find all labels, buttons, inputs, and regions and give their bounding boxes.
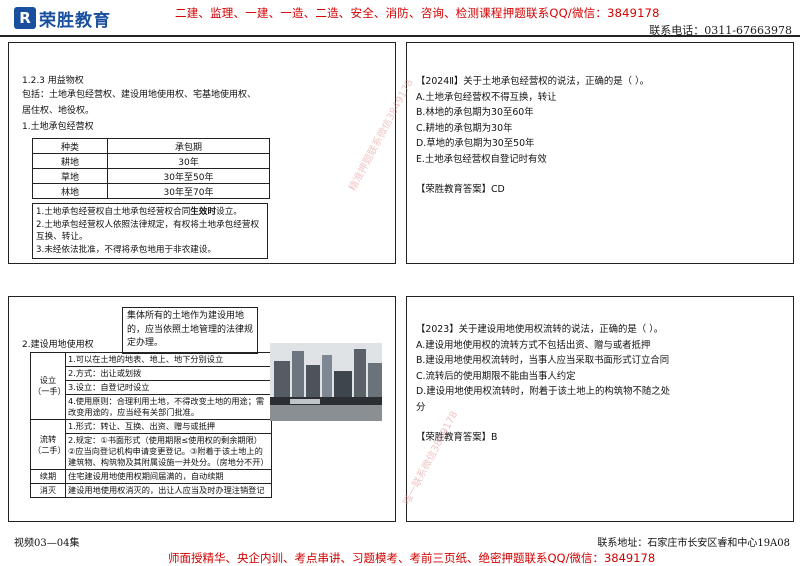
table-cell: 1.可以在土地的地表、地上、地下分别设立 <box>65 352 272 367</box>
table-cell: 1.形式：转让、互换、出资、赠与或抵押 <box>65 419 272 434</box>
row-label-renewal: 续期 <box>30 469 66 484</box>
table-row: 2.规定：①书面形式（使用期限≤使用权的剩余期限）②应当向登记机构申请变更登记。… <box>31 433 272 470</box>
logo-text: 荣胜教育 <box>39 10 111 31</box>
table-cell: 3.设立：自登记时设立 <box>65 380 272 395</box>
table-row: 流转 （二手） 1.形式：转让、互换、出资、赠与或抵押 <box>30 419 272 470</box>
option-c: C.耕地的承包期为30年 <box>416 122 513 134</box>
callout-note: 集体所有的土地作为建设用地的，应当依照土地管理的法律规定办理。 <box>122 307 258 354</box>
logo-mark-icon: R <box>14 7 36 29</box>
row-label-establish: 设立 （一手） <box>30 352 66 420</box>
table-row: 2.方式：出让或划拨 <box>31 366 272 381</box>
question-title: 【2024Ⅱ】关于土地承包经营权的说法，正确的是（ ）。 <box>416 76 650 87</box>
contact-address: 联系地址：石家庄市长安区睿和中心19A08 <box>597 538 790 549</box>
slide-question-2024 <box>406 42 794 264</box>
table-cell: 30年至50年 <box>107 168 270 184</box>
table-header-row: 种类 承包期 <box>32 138 270 154</box>
slide1-subheading: 1.土地承包经营权 <box>22 122 94 132</box>
option-d: D.草地的承包期为30至50年 <box>416 138 535 149</box>
answer: 【荣胜教育答案】CD <box>416 184 505 195</box>
table-header: 承包期 <box>107 138 270 154</box>
slide1-line1: 包括：土地承包经营权、建设用地使用权、宅基地使用权、 <box>22 90 257 100</box>
table-row: 续期 住宅建设用地使用权期间届满的，自动续期 <box>30 469 272 484</box>
top-banner: 二建、监理、一建、一造、二造、安全、消防、咨询、检测课程押题联系QQ/微信：38… <box>175 6 660 20</box>
table-cell: 2.规定：①书面形式（使用期限≤使用权的剩余期限）②应当向登记机构申请变更登记。… <box>65 433 272 470</box>
answer: 【荣胜教育答案】B <box>416 432 498 443</box>
table-cell: 耕地 <box>32 153 108 169</box>
table-cell: 住宅建设用地使用权期间届满的，自动续期 <box>65 469 272 484</box>
table-row: 4.使用原则：合理利用土地，不得改变土地的用途；需改变用途的，应当经有关部门批准… <box>31 394 272 420</box>
slide-question-2023 <box>406 296 794 522</box>
table-row: 耕地 30年 <box>32 153 270 169</box>
table-row: 3.设立：自登记时设立 <box>31 380 272 395</box>
note-2: 2.土地承包经营权人依照法律规定，有权将土地承包经营权互换、转让。 <box>36 219 260 243</box>
table-cell: 草地 <box>32 168 108 184</box>
option-e: E.土地承包经营权自登记时有效 <box>416 153 547 165</box>
table-row: 设立 （一手） 1.可以在土地的地表、地上、地下分别设立 <box>30 352 272 420</box>
slide1-line2: 居住权、地役权。 <box>22 106 95 116</box>
question-2023: 【2023】关于建设用地使用权流转的说法，正确的是（ ）。 A.建设用地使用权的… <box>416 322 678 446</box>
option-a: A.建设用地使用权的流转方式不包括出资、赠与或者抵押 <box>416 339 651 351</box>
slide3-heading: 2.建设用地使用权 <box>22 340 94 350</box>
table-cell: 30年至70年 <box>107 183 270 199</box>
question-2024: 【2024Ⅱ】关于土地承包经营权的说法，正确的是（ ）。 A.土地承包经营权不得… <box>416 74 786 198</box>
header-divider <box>0 35 800 37</box>
row-label-termination: 消灭 <box>30 483 66 498</box>
contract-notes: 1.土地承包经营权自土地承包经营权合同生效时设立。 2.土地承包经营权人依照法律… <box>32 203 268 259</box>
option-c: C.流转后的使用期限不能由当事人约定 <box>416 370 576 382</box>
option-b: B.林地的承包期为30至60年 <box>416 107 534 118</box>
bottom-banner: 师面授精华、央企内训、考点串讲、习题模考、考前三页纸、绝密押题联系QQ/微信：3… <box>168 551 656 565</box>
table-header: 种类 <box>32 138 108 154</box>
note-3: 3.未经依法批准，不得将承包地用于非农建设。 <box>36 244 217 255</box>
contract-period-table: 种类 承包期 耕地 30年 草地 30年至50年 林地 30年至70年 <box>32 138 270 199</box>
table-cell: 建设用地使用权消灭的，出让人应当及时办理注销登记 <box>65 483 272 498</box>
note-1-emphasis: 生效时 <box>190 207 217 217</box>
construction-land-table: 设立 （一手） 1.可以在土地的地表、地上、地下分别设立 2.方式：出让或划拨 … <box>30 352 272 498</box>
city-skyline-photo <box>270 343 382 421</box>
phone-number: 联系电话：0311-67663978 <box>649 24 792 37</box>
row-label-transfer: 流转 （二手） <box>30 419 66 470</box>
option-a: A.土地承包经营权不得互换，转让 <box>416 91 557 103</box>
table-cell: 2.方式：出让或划拨 <box>65 366 272 381</box>
table-cell: 30年 <box>107 153 270 169</box>
table-cell: 林地 <box>32 183 108 199</box>
table-cell: 4.使用原则：合理利用土地，不得改变土地的用途；需改变用途的，应当经有关部门批准… <box>65 394 272 420</box>
brand-logo: R 荣胜教育 <box>14 3 111 33</box>
video-label: 视频03—04集 <box>14 538 80 549</box>
table-row: 消灭 建设用地使用权消灭的，出让人应当及时办理注销登记 <box>30 483 272 498</box>
slide1-heading: 1.2.3 用益物权 <box>22 76 84 86</box>
question-title: 【2023】关于建设用地使用权流转的说法，正确的是（ ）。 <box>416 324 664 335</box>
option-b: B.建设用地使用权流转时，当事人应当采取书面形式订立合同 <box>416 355 670 366</box>
option-d: D.建设用地使用权流转时，附着于该土地上的构筑物不随之处分 <box>416 386 670 413</box>
note-1: 1.土地承包经营权自土地承包经营权合同生效时设立。 <box>36 207 242 217</box>
table-row: 草地 30年至50年 <box>32 168 270 184</box>
table-row: 林地 30年至70年 <box>32 183 270 199</box>
